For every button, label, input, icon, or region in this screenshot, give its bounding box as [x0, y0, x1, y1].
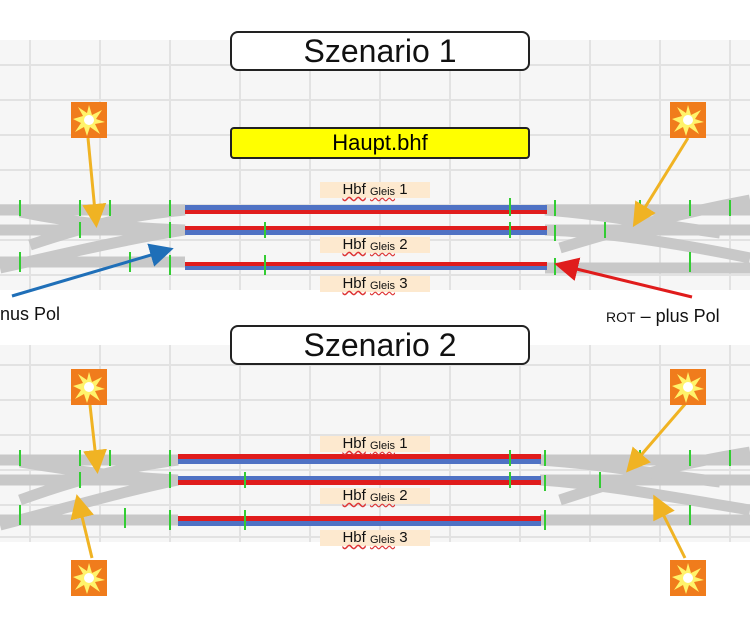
rail2-gleis1-bottom	[178, 459, 541, 464]
gleis-text: Gleis	[369, 440, 396, 452]
plus-pol-text: – plus Pol	[635, 306, 720, 326]
rails-1	[185, 205, 547, 270]
gleis-number: 2	[399, 487, 408, 504]
rail-gleis2-bottom	[185, 230, 547, 235]
gleis-label: Hbf Gleis 3	[320, 529, 430, 546]
gleis-label: Hbf Gleis 2	[320, 236, 430, 253]
rail2-gleis3-top	[178, 516, 541, 521]
gleis-number: 1	[399, 435, 408, 452]
hbf-text: Hbf	[342, 487, 366, 504]
gray-tracks-2	[0, 446, 750, 531]
rail2-gleis2-top	[178, 476, 541, 480]
rail2-gleis2-bottom	[178, 480, 541, 485]
gleis-label: Hbf Gleis 1	[320, 435, 430, 452]
green-markers-2	[19, 450, 731, 530]
spark-icon	[71, 369, 107, 405]
rails-2	[178, 454, 541, 526]
arrow-blue-minus	[11, 243, 174, 298]
arrow-orange-1-left	[82, 137, 107, 228]
gleis-text: Gleis	[369, 492, 396, 504]
gleis-label: Hbf Gleis 1	[320, 181, 430, 198]
arrow-orange-2-left-bottom	[70, 494, 94, 559]
rail-gleis3-bottom	[185, 266, 547, 270]
gleis-label: Hbf Gleis 3	[320, 275, 430, 292]
gleis-label: Hbf Gleis 2	[320, 487, 430, 504]
hbf-text: Hbf	[342, 275, 366, 292]
gleis-text: Gleis	[369, 186, 396, 198]
arrow-orange-2-right-bottom	[653, 494, 687, 559]
rail2-gleis1-top	[178, 454, 541, 459]
arrow-orange-1-right	[632, 137, 690, 228]
gleis-number: 2	[399, 236, 408, 253]
rail-gleis1-top	[185, 205, 547, 210]
plus-pol-label: ROT – plus Pol	[606, 306, 720, 327]
minus-pol-label: nus Pol	[0, 304, 61, 324]
gleis-text: Gleis	[369, 241, 396, 253]
spark-icon	[71, 560, 107, 596]
spark-icon	[670, 560, 706, 596]
hbf-text: Hbf	[342, 236, 366, 253]
rail-gleis1-bottom	[185, 210, 547, 214]
hbf-text: Hbf	[342, 529, 366, 546]
hbf-text: Hbf	[342, 181, 366, 198]
gleis-text: Gleis	[369, 280, 396, 292]
arrow-red-plus	[554, 257, 693, 299]
spark-icon	[670, 369, 706, 405]
gleis-number: 3	[399, 529, 408, 546]
scenario-1-title: Szenario 1	[230, 31, 530, 71]
scenario-2-title: Szenario 2	[230, 325, 530, 365]
rail-gleis3-top	[185, 262, 547, 266]
arrows	[11, 137, 693, 559]
spark-icon	[670, 102, 706, 138]
rot-text: ROT	[606, 309, 636, 325]
rail-gleis2-top	[185, 226, 547, 230]
station-label: Haupt.bhf	[230, 127, 530, 159]
rail2-gleis3-bottom	[178, 521, 541, 526]
gleis-number: 1	[399, 181, 408, 198]
hbf-text: Hbf	[342, 435, 366, 452]
gleis-number: 3	[399, 275, 408, 292]
spark-icon	[71, 102, 107, 138]
arrow-orange-2-left-top	[83, 404, 107, 474]
gleis-text: Gleis	[369, 534, 396, 546]
arrow-orange-2-right-top	[626, 402, 688, 473]
